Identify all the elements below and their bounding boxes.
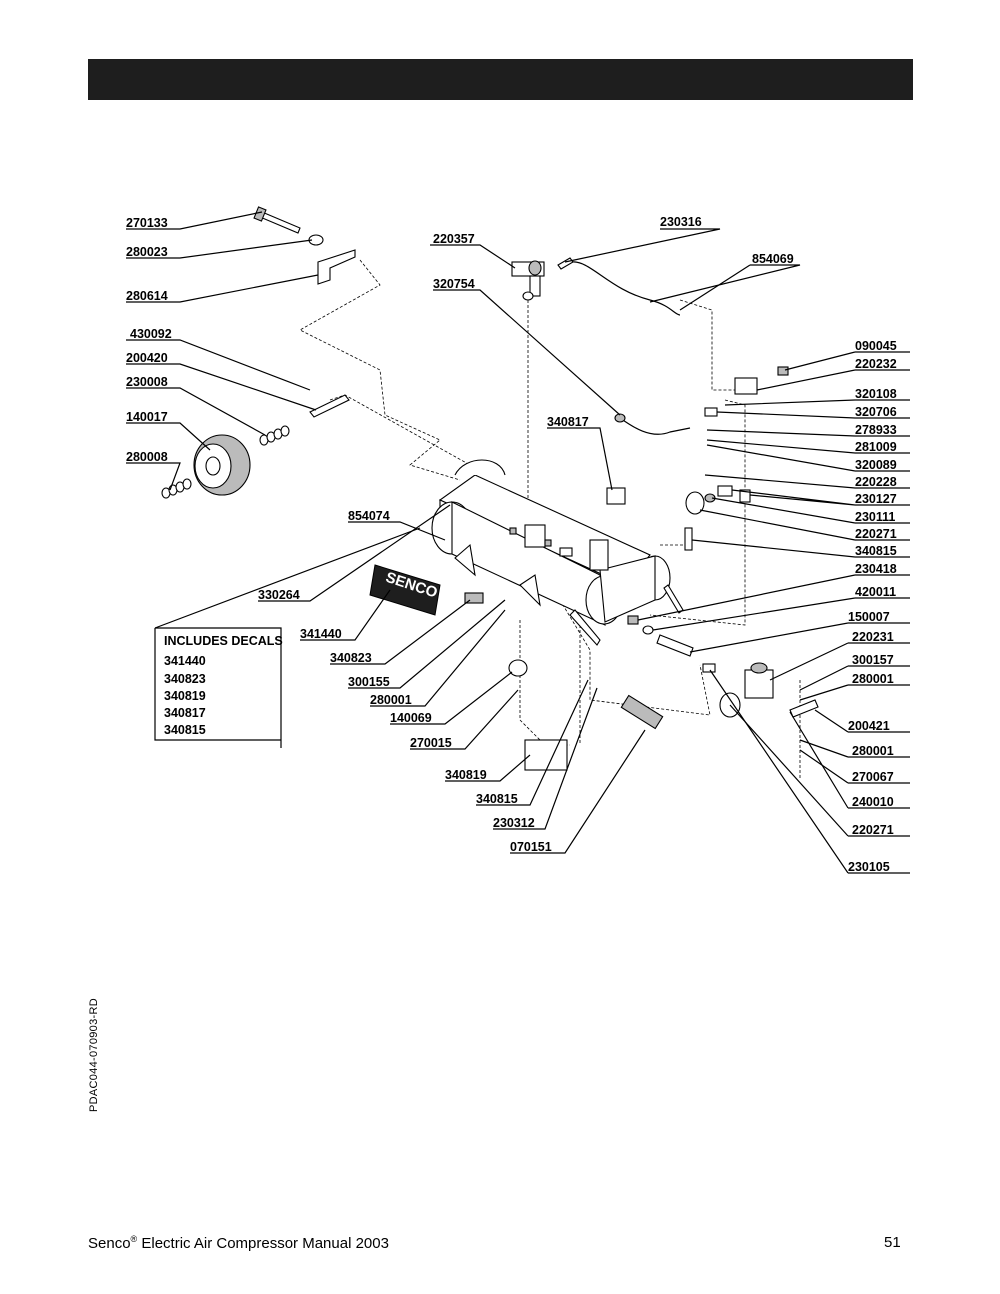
wire-connector-part (614, 413, 626, 423)
callout-label: 090045 (855, 339, 897, 353)
callout-label: 340819 (445, 768, 487, 782)
spacer-rings-part (161, 425, 290, 499)
callout-label: 230111 (855, 510, 895, 524)
unloader-tube-part (571, 261, 681, 316)
callout-label: 220232 (855, 357, 897, 371)
callout-label: 200421 (848, 719, 890, 733)
bracket-part (317, 249, 356, 285)
hose-coil-part (620, 694, 664, 730)
callout-label: 220357 (433, 232, 475, 246)
callout-label: 150007 (848, 610, 890, 624)
callout-label: 320089 (855, 458, 897, 472)
callout-label: 270133 (126, 216, 168, 230)
callout-label: 280001 (370, 693, 412, 707)
pressure-switch-part (511, 257, 574, 301)
right-callouts: 090045 220232 320108 320706 278933 28100… (848, 339, 897, 874)
bolt-part (253, 206, 301, 234)
o-ring-part (642, 625, 654, 635)
callout-label: 340815 (476, 792, 518, 806)
footer-brand: Senco (88, 1235, 131, 1252)
decal-item: 340815 (164, 723, 206, 737)
callout-label: 420011 (855, 585, 896, 599)
callout-label: 300157 (852, 653, 894, 667)
decal-item: 340817 (164, 706, 206, 720)
document-code: PDAC044-070903-RD (88, 998, 100, 1112)
callout-label: 430092 (130, 327, 172, 341)
callout-label: 340823 (330, 651, 372, 665)
footer-title: Senco® Electric Air Compressor Manual 20… (88, 1234, 389, 1252)
top-callouts: 220357 320754 230316 854069 340817 (433, 215, 794, 429)
callout-label: 280008 (126, 450, 168, 464)
callout-label: 230008 (126, 375, 168, 389)
callout-label: 270015 (410, 736, 452, 750)
left-callouts: 270133 280023 280614 430092 200420 23000… (126, 216, 552, 854)
nipple-part (656, 634, 694, 657)
callout-label: 320706 (855, 405, 897, 419)
callout-label: 270067 (852, 770, 894, 784)
switch-cap-part (777, 366, 789, 376)
callout-label: 230316 (660, 215, 702, 229)
compressor-tank-assembly (431, 459, 684, 646)
logo-decal-part: SENCO (369, 564, 441, 616)
fitting-group-part (704, 485, 751, 503)
header-bar (88, 59, 913, 100)
callout-label: 230418 (855, 562, 897, 576)
callout-label: 070151 (510, 840, 552, 854)
callout-label: 281009 (855, 440, 897, 454)
callout-label: 280001 (852, 672, 894, 686)
footer-manual-title: Electric Air Compressor Manual 2003 (137, 1235, 389, 1252)
callout-label: 230127 (855, 492, 897, 506)
callout-label: 220271 (852, 823, 894, 837)
callout-label: 240010 (852, 795, 894, 809)
check-valve-part (627, 615, 639, 625)
wheel-part (193, 434, 251, 496)
foot-pad-part (508, 659, 528, 677)
trademark-symbol: ® (130, 1234, 138, 1244)
callout-label: 320754 (433, 277, 475, 291)
callout-label: 220228 (855, 475, 897, 489)
callout-label: 140017 (126, 410, 168, 424)
callout-label: 854069 (752, 252, 794, 266)
callout-label: 230312 (493, 816, 535, 830)
switch-box-part (734, 377, 758, 395)
bracket-small-part (789, 699, 819, 718)
fitting-part (704, 407, 718, 417)
callout-label: 278933 (855, 423, 897, 437)
callout-label: 280001 (852, 744, 894, 758)
callout-label: 220271 (855, 527, 897, 541)
wire-harness-part (619, 417, 691, 435)
leader-lines (126, 211, 910, 874)
page-number: 51 (884, 1234, 901, 1251)
decal-item: 340819 (164, 689, 206, 703)
callout-label: 280023 (126, 245, 168, 259)
callout-label: 340815 (855, 544, 897, 558)
callout-label: 280614 (126, 289, 168, 303)
callout-label: 200420 (126, 351, 168, 365)
callout-label: 140069 (390, 711, 432, 725)
axle-part (309, 394, 350, 418)
regulator-part (719, 662, 774, 718)
callout-label: 320108 (855, 387, 897, 401)
callout-label: 300155 (348, 675, 390, 689)
decal-item: 341440 (164, 654, 206, 668)
gauge-part (685, 491, 705, 515)
callout-label: 230105 (848, 860, 890, 874)
callout-label: 330264 (258, 588, 300, 602)
coupler-part (702, 663, 716, 673)
callout-label: 854074 (348, 509, 390, 523)
decal-bottom-part (524, 739, 568, 771)
callout-label: 220231 (852, 630, 894, 644)
includes-decals-heading: INCLUDES DECALS (164, 634, 283, 648)
decal-item: 340823 (164, 672, 206, 686)
callout-label: 341440 (300, 627, 342, 641)
decal-strip-part (684, 527, 693, 551)
callout-label: 340817 (547, 415, 589, 429)
decal-small-part (606, 487, 626, 505)
decal-small-bottom-part (464, 592, 484, 604)
includes-decals-note: INCLUDES DECALS 341440 340823 340819 340… (154, 627, 283, 748)
